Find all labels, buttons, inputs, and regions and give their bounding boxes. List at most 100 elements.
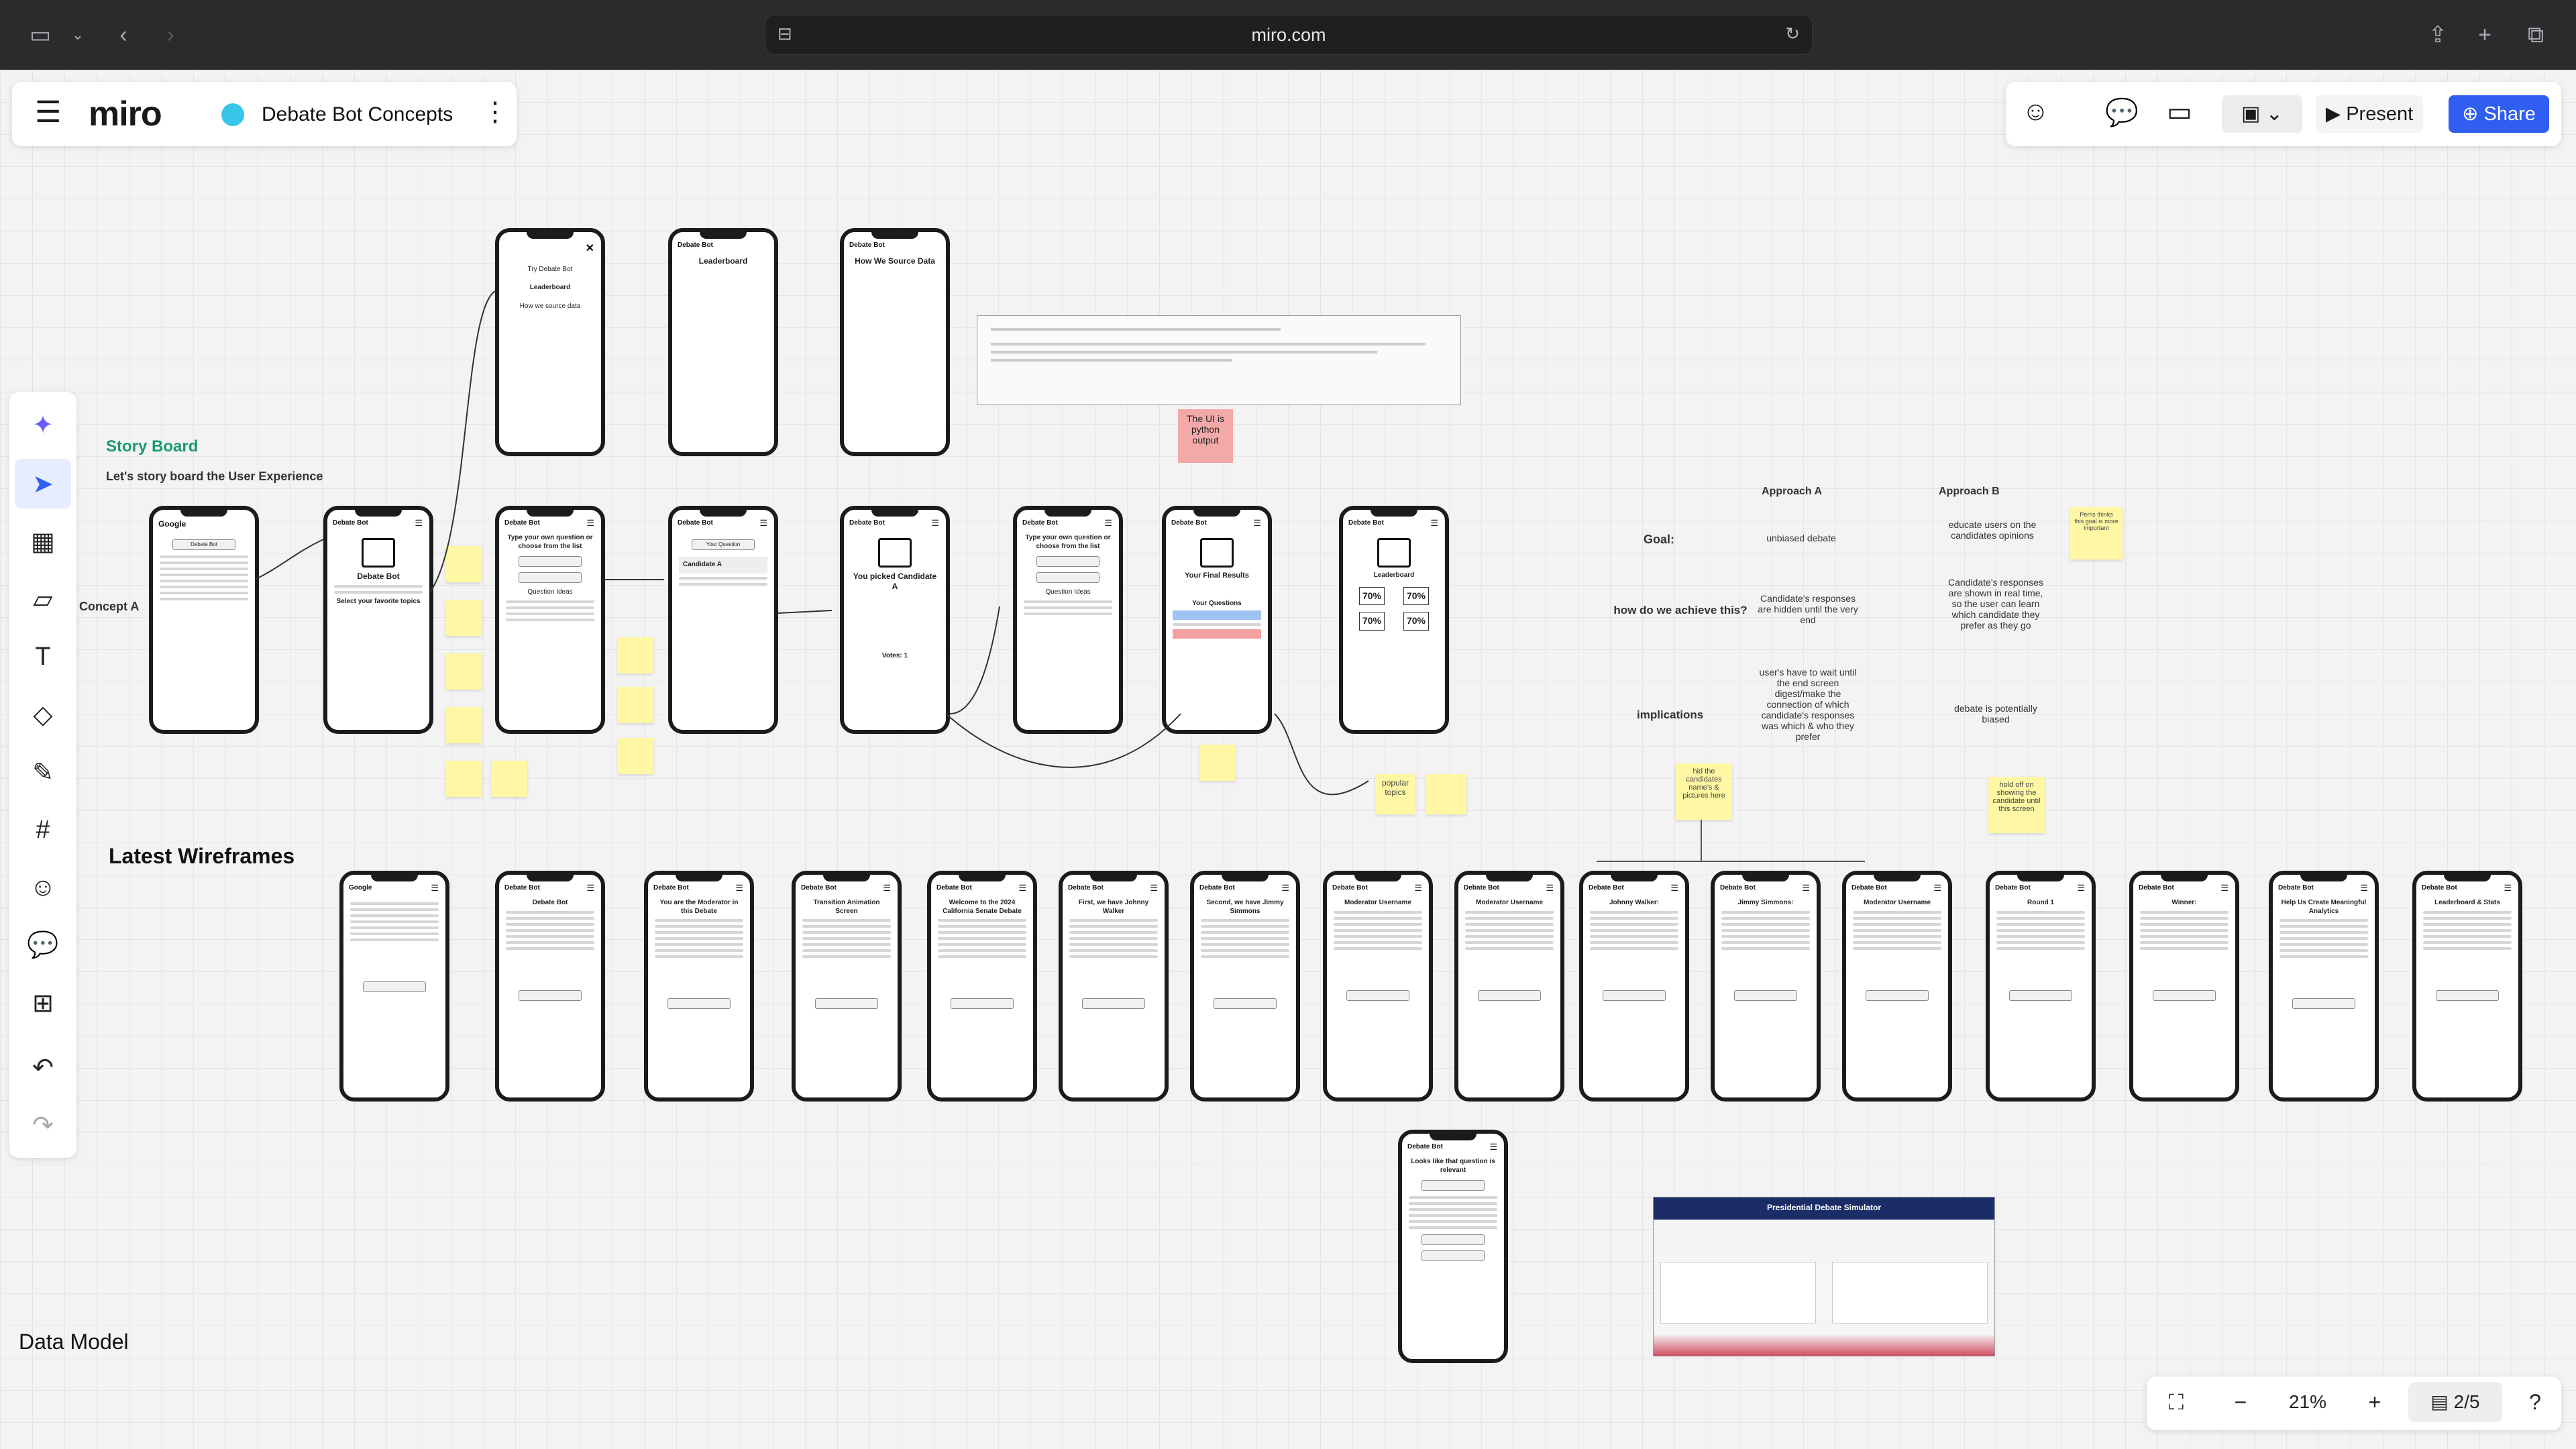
wireframe-phone[interactable]: Debate Bot☰Johnny Walker: xyxy=(1579,871,1689,1102)
back-icon[interactable]: ‹ xyxy=(119,22,127,48)
menu-icon[interactable]: ☰ xyxy=(2077,883,2085,893)
wireframe-phone[interactable]: Google☰ xyxy=(339,871,449,1102)
close-icon[interactable]: ✕ xyxy=(585,243,594,254)
board-options-icon[interactable]: ⋮ xyxy=(482,97,508,127)
wireframe-phone[interactable]: Debate Bot☰Moderator Username xyxy=(1323,871,1433,1102)
menu-icon[interactable]: ☰ xyxy=(1489,1142,1497,1152)
menu-icon[interactable]: ☰ xyxy=(2220,883,2229,893)
menu-icon[interactable]: ☰ xyxy=(431,883,439,893)
sticky-note[interactable] xyxy=(445,707,482,743)
wireframe-phone[interactable]: Debate Bot☰First, we have Johnny Walker xyxy=(1059,871,1169,1102)
sticky-note[interactable] xyxy=(617,738,653,774)
menu-icon[interactable]: ☰ xyxy=(586,883,594,893)
story-phone[interactable]: Debate Bot☰ Type your own question or ch… xyxy=(1013,506,1123,734)
video-call-icon[interactable]: ▭ xyxy=(2167,97,2192,127)
menu-icon[interactable]: ☰ xyxy=(1933,883,1941,893)
emoji-icon[interactable]: ☺ xyxy=(30,873,56,902)
menu-icon[interactable]: ☰ xyxy=(586,518,594,528)
wireframe-phone[interactable]: Debate Bot☰Winner: xyxy=(2129,871,2239,1102)
menu-icon[interactable]: ☰ xyxy=(2504,883,2512,893)
wireframe-phone[interactable]: Debate Bot☰Debate Bot xyxy=(495,871,605,1102)
story-phone[interactable]: Debate Bot☰ Leaderboard 70%70% 70%70% xyxy=(1339,506,1449,734)
menu-icon[interactable]: ☰ xyxy=(1670,883,1678,893)
undo-icon[interactable]: ↶ xyxy=(32,1053,54,1082)
ui-python-note[interactable]: The UI is python output xyxy=(1178,409,1233,463)
site-settings-icon[interactable]: ⊟ xyxy=(777,23,792,44)
sticky-note[interactable] xyxy=(445,600,482,636)
sticky-note[interactable] xyxy=(491,761,527,797)
sticky-note[interactable]: hid the candidates name's & pictures her… xyxy=(1676,763,1732,820)
wireframe-phone[interactable]: ✕ Try Debate Bot Leaderboard How we sour… xyxy=(495,228,605,456)
present-button[interactable]: ▶ Present xyxy=(2316,95,2423,133)
sticky-note[interactable] xyxy=(1426,774,1466,814)
wireframe-phone[interactable]: Debate Bot Leaderboard xyxy=(668,228,778,456)
menu-icon[interactable]: ☰ xyxy=(1253,518,1261,528)
reload-icon[interactable]: ↻ xyxy=(1785,23,1800,44)
sticky-note-icon[interactable]: ▱ xyxy=(33,585,53,614)
sticky-note[interactable] xyxy=(617,637,653,674)
simulator-screenshot[interactable]: Presidential Debate Simulator xyxy=(1653,1197,1995,1356)
sticky-note[interactable]: hold off on showing the candidate until … xyxy=(1988,777,2045,833)
sticky-note[interactable] xyxy=(1199,745,1236,781)
redo-icon[interactable]: ↷ xyxy=(32,1111,54,1140)
sticky-note[interactable] xyxy=(445,546,482,582)
sticky-note[interactable]: popular topics xyxy=(1375,774,1415,814)
zoom-level[interactable]: 21% xyxy=(2288,1391,2327,1412)
sidebar-toggle-icon[interactable]: ▭ xyxy=(29,22,52,48)
page-indicator[interactable]: ▤ 2/5 xyxy=(2408,1382,2502,1422)
chevron-down-icon[interactable]: ⌄ xyxy=(71,26,85,43)
menu-icon[interactable]: ☰ xyxy=(759,518,767,528)
menu-icon[interactable]: ☰ xyxy=(1281,883,1289,893)
board-name[interactable]: Debate Bot Concepts xyxy=(262,103,453,125)
menu-icon[interactable]: ☰ xyxy=(1430,518,1438,528)
menu-icon[interactable]: ☰ xyxy=(1018,883,1026,893)
screen-share-icon[interactable]: ▣ ⌄ xyxy=(2222,95,2302,133)
comment-tool-icon[interactable]: 💬 xyxy=(27,931,59,959)
sticky-note[interactable] xyxy=(617,687,653,723)
story-phone[interactable]: Debate Bot☰ Type your own question or ch… xyxy=(495,506,605,734)
menu-icon[interactable]: ☰ xyxy=(735,883,743,893)
main-menu-icon[interactable]: ☰ xyxy=(35,96,62,129)
forward-icon[interactable]: › xyxy=(166,22,174,48)
menu-icon[interactable]: ☰ xyxy=(2360,883,2368,893)
menu-icon[interactable]: ☰ xyxy=(1414,883,1422,893)
templates-icon[interactable]: ▦ xyxy=(31,527,55,556)
sticky-note[interactable]: Perris thinks this goal is more importan… xyxy=(2070,507,2123,559)
menu-icon[interactable]: ☰ xyxy=(415,518,423,528)
wireframe-phone[interactable]: Debate Bot☰Help Us Create Meaningful Ana… xyxy=(2269,871,2379,1102)
reactions-icon[interactable]: ☺ xyxy=(2022,97,2049,126)
text-tool-icon[interactable]: T xyxy=(35,642,51,671)
wireframe-phone[interactable]: Debate Bot☰Round 1 xyxy=(1986,871,2096,1102)
sticky-note[interactable] xyxy=(445,653,482,690)
pen-icon[interactable]: ✎ xyxy=(32,758,54,787)
zoom-in-icon[interactable]: + xyxy=(2368,1390,2381,1414)
ai-sparkle-icon[interactable]: ✦ xyxy=(32,411,54,439)
wireframe-phone[interactable]: Debate Bot☰Jimmy Simmons: xyxy=(1711,871,1821,1102)
story-phone[interactable]: Google Debate Bot xyxy=(149,506,259,734)
menu-icon[interactable]: ☰ xyxy=(1104,518,1112,528)
wireframe-phone[interactable]: Debate Bot☰Transition Animation Screen xyxy=(792,871,902,1102)
wireframe-phone[interactable]: Debate Bot☰ Looks like that question is … xyxy=(1398,1130,1508,1363)
shapes-icon[interactable]: ◇ xyxy=(33,700,53,729)
wireframe-phone[interactable]: Debate Bot How We Source Data xyxy=(840,228,950,456)
menu-icon[interactable]: ☰ xyxy=(1546,883,1554,893)
comments-icon[interactable]: 💬 xyxy=(2105,98,2139,127)
zoom-out-icon[interactable]: − xyxy=(2234,1390,2247,1414)
sticky-note[interactable] xyxy=(445,761,482,797)
wireframe-phone[interactable]: Debate Bot☰Leaderboard & Stats xyxy=(2412,871,2522,1102)
address-bar[interactable]: ⊟ miro.com ↻ xyxy=(765,15,1813,55)
new-tab-icon[interactable]: + xyxy=(2478,22,2491,48)
share-page-icon[interactable]: ⇪ xyxy=(2428,22,2448,48)
menu-icon[interactable]: ☰ xyxy=(883,883,891,893)
wireframe-phone[interactable]: Debate Bot☰Welcome to the 2024 Californi… xyxy=(927,871,1037,1102)
tab-overview-icon[interactable]: ⧉ xyxy=(2527,22,2544,48)
wireframe-phone[interactable]: Debate Bot☰You are the Moderator in this… xyxy=(644,871,754,1102)
board-canvas[interactable]: ☰ miro Debate Bot Concepts ⋮ ☺ 💬 ▭ ▣ ⌄ ▶… xyxy=(0,70,2576,1449)
select-tool-icon[interactable]: ➤ xyxy=(15,459,71,508)
frame-icon[interactable]: # xyxy=(36,815,50,844)
wireframe-phone[interactable]: Debate Bot☰Moderator Username xyxy=(1842,871,1952,1102)
